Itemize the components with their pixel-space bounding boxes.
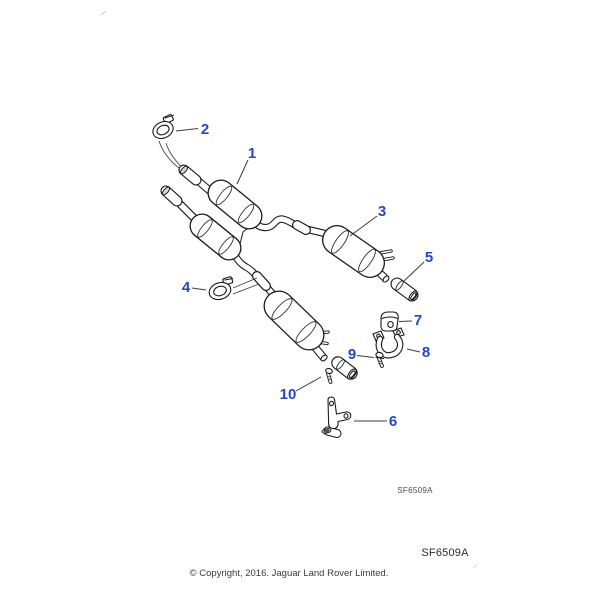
- leader-line-4: [191, 287, 207, 291]
- callout-6-label: 6: [389, 413, 397, 430]
- leader-line-9: [356, 355, 375, 358]
- leader-line-10: [295, 376, 322, 392]
- callout-7-label: 7: [414, 312, 422, 329]
- callout-3-label: 3: [378, 203, 386, 220]
- callouts: 1 2 3 4 5 6 7 8: [175, 121, 433, 430]
- callout-2: 2: [175, 121, 209, 138]
- rubber-mount-7: [380, 311, 399, 332]
- callout-10-label: 10: [280, 386, 297, 403]
- bolt-10: [325, 367, 333, 384]
- leader-line-5: [403, 261, 425, 282]
- hose-clamp-2: [152, 114, 175, 140]
- callout-1-label: 1: [248, 145, 256, 162]
- diagram-code-footer: SF6509A: [421, 547, 469, 559]
- catalytic-converter-lower: [189, 213, 242, 261]
- tailpipe-opening-upper: [382, 275, 390, 283]
- exhaust-assembly-lower: [160, 185, 330, 362]
- leader-line-3: [349, 215, 378, 237]
- exhaust-tip-5: [390, 277, 419, 302]
- saddle-clamp-8: [372, 327, 405, 359]
- callout-3: 3: [349, 203, 386, 237]
- rear-silencer-lower: [263, 290, 325, 351]
- callout-9-label: 9: [348, 346, 356, 363]
- callout-4: 4: [182, 279, 207, 296]
- mounting-bracket-6: [321, 396, 352, 438]
- callout-5: 5: [403, 249, 433, 282]
- faint-tick-bottom: [472, 564, 478, 569]
- callout-2-label: 2: [201, 121, 209, 138]
- exhaust-assembly-upper: [152, 114, 395, 283]
- callout-10: 10: [280, 376, 322, 403]
- faint-tick-top: [100, 10, 107, 16]
- copyright-text: © Copyright, 2016. Jaguar Land Rover Lim…: [190, 568, 389, 579]
- callout-6: 6: [354, 413, 397, 430]
- callout-5-label: 5: [425, 249, 433, 266]
- callout-1: 1: [236, 145, 256, 185]
- front-pipe-lower: [160, 185, 203, 227]
- callout-7: 7: [398, 312, 422, 329]
- hanger-pin-lower: [239, 228, 248, 245]
- flex-coupling-lines-upper: [158, 140, 185, 171]
- callout-9: 9: [348, 346, 375, 363]
- leader-line-1: [236, 159, 249, 185]
- rear-silencer-upper: [322, 225, 385, 278]
- tailpipe-opening-lower: [320, 354, 328, 362]
- bolt-9: [375, 351, 385, 368]
- diagram-code-inline: SF6509A: [397, 486, 433, 495]
- hose-clamp-4: [208, 276, 260, 301]
- exhaust-tip-lower: [331, 356, 358, 380]
- leader-line-2: [175, 128, 199, 132]
- callout-8-label: 8: [422, 344, 430, 361]
- leader-line-8: [406, 348, 421, 353]
- leader-line-7: [398, 320, 413, 322]
- callout-8: 8: [406, 344, 430, 361]
- callout-4-label: 4: [182, 279, 191, 296]
- catalytic-converter-upper: [207, 179, 263, 230]
